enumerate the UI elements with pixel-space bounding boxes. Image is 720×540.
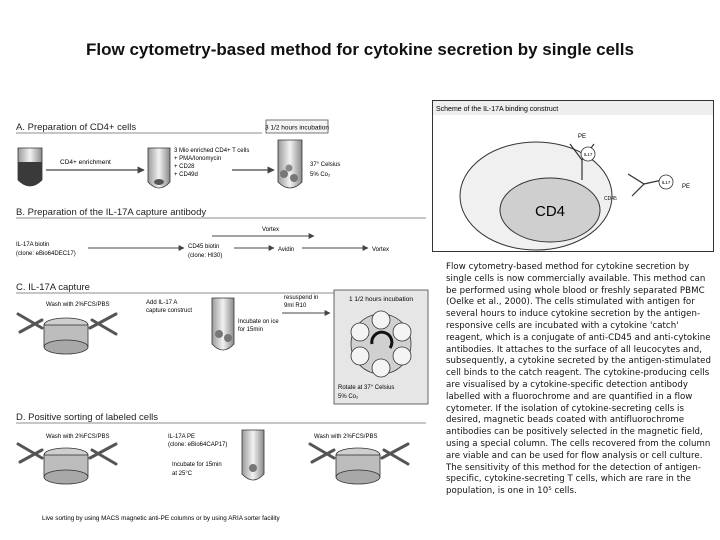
incubation-a-label: 3 1/2 hours incubation [265,125,329,132]
section-c-heading: C. IL-17A capture [16,282,90,293]
tube-blood-icon [17,147,43,187]
slide-title: Flow cytometry-based method for cytokine… [86,40,634,59]
cells-line2: + PMA/Ionomycin [174,156,221,162]
pe-line2: (clone: eBio64CAP17) [168,442,227,448]
il17-top-icon [580,146,596,162]
tube-incubated-icon [277,139,303,189]
pe-top-label: PE [578,134,586,140]
section-a-heading: A. Preparation of CD4+ cells [16,122,136,133]
cells-line3: + CD28 [174,164,195,170]
cells-line4: + CD49d [174,172,198,178]
cd45-line1: CD45 biotin [188,244,219,250]
il17-right-icon [658,174,674,190]
wash-d-right-label: Wash with 2%FCS/PBS [314,434,377,440]
protocol-diagram: A. Preparation of CD4+ cells 3 1/2 hours… [16,119,429,522]
tube-c-icon [211,297,235,351]
pe-line1: IL-17A PE [168,434,195,440]
ice-line2: for 15min [238,327,263,333]
centrifuge-c-icon [16,312,118,355]
add-construct-line2: capture construct [146,308,192,314]
wash-d-left-label: Wash with 2%FCS/PBS [46,434,109,440]
cells-line1: 3 Mio enriched CD4+ T cells [174,148,249,154]
incubation-a-box [265,119,329,134]
il17-right-label: IL17 [662,180,671,185]
add-construct-line1: Add IL-17 A [146,300,177,306]
description-text: Flow cytometry-based method for cytokine… [446,262,711,497]
pe-right-label: PE [682,184,690,190]
wash-c-label: Wash with 2%FCS/PBS [46,302,109,308]
scheme-title: Scheme of the IL-17A binding construct [436,106,558,113]
centrifuge-d-right-icon [308,442,410,485]
section-b-heading: B. Preparation of the IL-17A capture ant… [16,207,206,218]
rotate-line2: 5% Co₂ [338,394,359,400]
resuspend-line1: resuspend in [284,295,318,301]
centrifuge-d-left-icon [16,442,118,485]
section-d-heading: D. Positive sorting of labeled cells [16,412,158,423]
cd4-label: CD4 [535,203,565,220]
biotin-line1: IL-17A biotin [16,242,49,248]
cd45-label: CD45 [604,196,617,202]
rotate-line1: Rotate at 37° Celsius [338,385,394,391]
biotin-line2: (clone: eBio64DEC17) [16,251,76,257]
incubate-d-line1: Incubate for 15min [172,462,222,468]
resuspend-line2: 9ml R10 [284,303,307,309]
il17-top-label: IL17 [584,152,593,157]
tube-cells-icon [147,147,171,189]
incubate-d-line2: at 25°C [172,471,193,477]
incubation-c-label: 1 1/2 hours incubation [349,296,413,303]
scheme-title-bar [433,101,713,115]
rotator-icon [350,310,412,378]
tube-d-icon [241,429,265,481]
vortex-right-label: Vortex [372,247,389,253]
enrichment-label: CD4+ enrichment [60,159,111,166]
cd45-line2: (clone: HI30) [188,253,222,259]
vortex-top-label: Vortex [262,227,279,233]
condition-a-line1: 37° Celsius [310,162,340,168]
cd4-cell-icon [499,177,601,243]
ice-line1: Incubate on ice [238,319,279,325]
binding-construct-scheme: Scheme of the IL-17A binding construct C… [432,100,714,252]
sorting-footer: Live sorting by using MACS magnetic anti… [42,515,280,522]
avidin-label: Avidin [278,247,294,253]
condition-a-line2: 5% Co₂ [310,172,331,178]
